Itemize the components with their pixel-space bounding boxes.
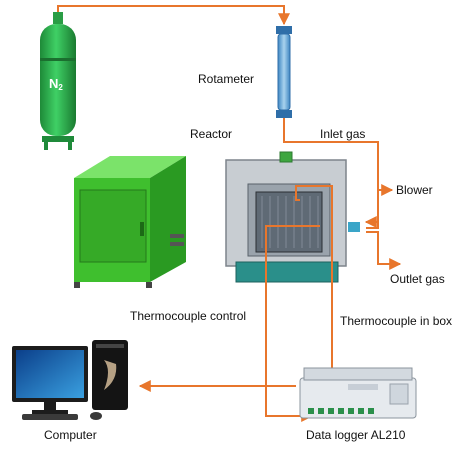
- blower-label: Blower: [396, 183, 433, 197]
- computer-label: Computer: [44, 428, 97, 442]
- data-logger: [299, 367, 417, 419]
- thermocouple-in-box-label: Thermocouple in box: [340, 314, 453, 328]
- outlet-gas-label: Outlet gas: [390, 272, 445, 286]
- inlet-gas-label: Inlet gas: [320, 127, 366, 141]
- n2-label-base: N: [49, 76, 59, 91]
- rotameter-label: Rotameter: [198, 72, 255, 86]
- reactor-box: [74, 156, 186, 288]
- n2-label: N2: [49, 77, 63, 95]
- pipe-outlet-gas: [366, 231, 402, 270]
- furnace-cross-section: [225, 151, 360, 283]
- pipe-blower: [366, 184, 394, 229]
- pipe-inlet-gas: [283, 118, 379, 228]
- data-logger-label: Data logger AL210: [306, 428, 406, 442]
- nitrogen-cylinder: [40, 12, 76, 150]
- pipe-cylinder-to-rotameter: [57, 5, 290, 26]
- computer: [12, 340, 128, 420]
- n2-label-subscript: 2: [58, 83, 63, 92]
- thermocouple-control-line: [265, 225, 320, 422]
- rotameter: [276, 26, 292, 118]
- thermocouple-control-label: Thermocouple control: [130, 309, 247, 323]
- reactor-label: Reactor: [190, 127, 233, 141]
